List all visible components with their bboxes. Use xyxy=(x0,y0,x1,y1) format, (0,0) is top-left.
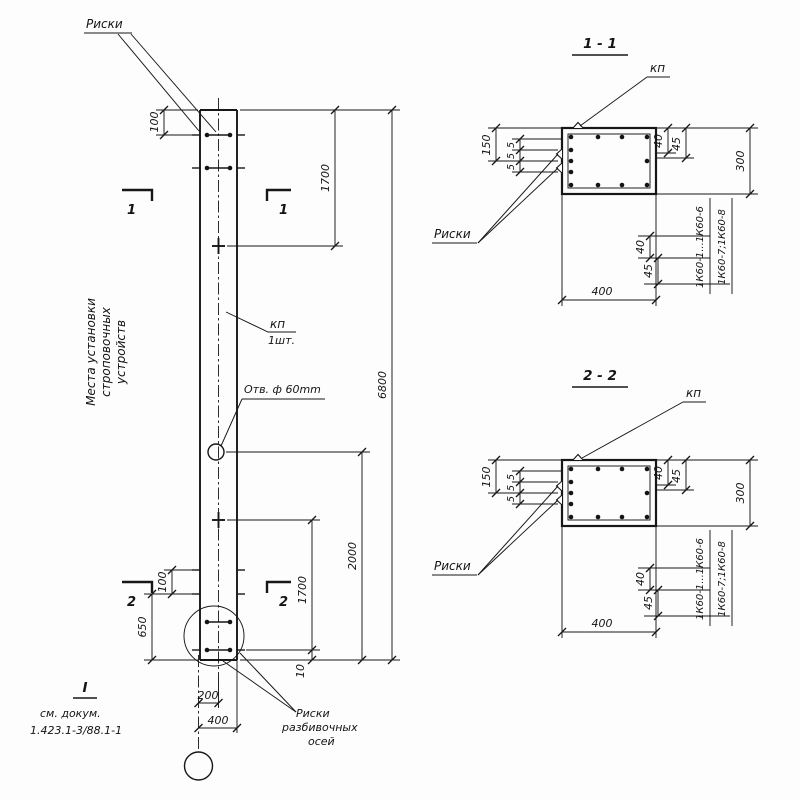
section1-marks-group-a: 1К60-1...1К60-6 xyxy=(695,206,706,288)
section1-dim-300: 300 xyxy=(734,151,747,172)
elevation-dim-ticks xyxy=(147,105,397,733)
section2-dim-300: 300 xyxy=(734,483,747,504)
elevation-dimension-lines xyxy=(151,110,393,729)
section2-dim-ticks xyxy=(491,455,755,637)
section1-dim-5c: 5 xyxy=(506,164,517,170)
section1-dim-45-bottom: 45 xyxy=(642,264,655,278)
cut2-label-left: 2 xyxy=(127,595,136,610)
section1-dim-45-top: 45 xyxy=(670,137,683,151)
section2-dim-5a: 5 xyxy=(506,474,517,480)
section2-riski-leaders xyxy=(432,485,559,576)
hole-label: Отв. ф 60mm xyxy=(244,383,321,396)
section2-dim-5c: 5 xyxy=(506,496,517,502)
riski-top-label: Риски xyxy=(86,17,123,31)
dim-total-height: 6800 xyxy=(376,371,389,399)
section2-marks-group-b: 1К60-7;1К60-8 xyxy=(717,541,728,617)
dim-width-bottom: 400 xyxy=(208,714,229,727)
section2-kp-label: кп xyxy=(686,386,701,400)
section1-riski-label: Риски xyxy=(434,227,471,241)
section1-kp-label: кп xyxy=(650,61,665,75)
section1-dim-150: 150 xyxy=(480,135,493,156)
hole-60mm-circle xyxy=(207,443,225,461)
elevation-extension-lines xyxy=(144,109,400,733)
section1-dim-ticks xyxy=(491,123,755,305)
section1-marks-group-b: 1К60-7;1К60-8 xyxy=(717,209,728,285)
axes-riski-line3: осей xyxy=(308,735,335,748)
section2-dim-150: 150 xyxy=(480,467,493,488)
section1-rebar-dots xyxy=(568,134,650,188)
section2-dim-45-bottom: 45 xyxy=(642,596,655,610)
section2-kp-leader xyxy=(581,401,706,459)
doc-ref-line2: 1.423.1-3/88.1-1 xyxy=(30,724,122,737)
dim-axis-offset: 200 xyxy=(198,689,219,702)
dim-hole-span: 2000 xyxy=(346,542,359,570)
riski-top-leaders xyxy=(84,32,217,133)
section-cut-1-flags xyxy=(122,188,291,201)
lifting-devices-note: Места установки строповочных устройств xyxy=(84,298,128,406)
lifting-note-line2: строповочных xyxy=(99,306,113,397)
section2-dim-400: 400 xyxy=(592,617,613,630)
section2-riski-label: Риски xyxy=(434,559,471,573)
section1-dim-5b: 5 xyxy=(506,153,517,159)
lifting-note-line1: Места установки xyxy=(84,298,98,406)
lifting-note-line3: устройств xyxy=(114,320,128,385)
section2-dim-5b: 5 xyxy=(506,485,517,491)
bottom-riska-marks xyxy=(192,569,245,651)
node-marker: I xyxy=(82,680,87,696)
dim-bottom-offset: 100 xyxy=(156,572,169,593)
kp-label: кп xyxy=(270,317,285,331)
hole-leader xyxy=(220,398,325,447)
kp-qty-label: 1шт. xyxy=(268,334,295,347)
dim-top-span: 1700 xyxy=(319,164,332,192)
cut1-label-right: 1 xyxy=(279,203,288,218)
kp-leader xyxy=(225,311,296,333)
section2-marks-group-a: 1К60-1...1К60-6 xyxy=(695,538,706,620)
cut2-label-right: 2 xyxy=(279,595,288,610)
section1-dim-40-bottom: 40 xyxy=(634,240,647,254)
section1-dim-5a: 5 xyxy=(506,142,517,148)
dim-bottom-tick: 10 xyxy=(294,664,307,678)
section2-dim-40-bottom: 40 xyxy=(634,572,647,586)
section1-title: 1 - 1 xyxy=(583,36,617,52)
axes-riski-line2: разбивочных xyxy=(281,721,358,734)
section1-notches xyxy=(555,121,584,174)
section1-dim-40-top: 40 xyxy=(652,134,665,148)
section1-outline xyxy=(560,126,658,196)
section2-title: 2 - 2 xyxy=(583,368,617,384)
axes-riski-line1: Риски xyxy=(296,707,330,720)
section1-stirrup xyxy=(567,133,651,189)
section2-dim-45-top: 45 xyxy=(670,469,683,483)
section2-dim-40-top: 40 xyxy=(652,466,665,480)
section2-stirrup xyxy=(567,465,651,521)
section2-outline xyxy=(560,458,658,528)
section1-riski-leaders xyxy=(432,153,559,244)
detail-circle-bottom xyxy=(183,605,245,667)
axes-riski-leaders xyxy=(222,652,297,713)
dim-top-offset: 100 xyxy=(148,112,161,133)
doc-ref-line1: см. докум. xyxy=(40,707,101,720)
section2-rebar-dots xyxy=(568,466,650,520)
cut1-label-left: 1 xyxy=(127,203,136,218)
lifting-point-marks xyxy=(212,238,225,528)
axis-bubble xyxy=(183,751,214,781)
section-cut-2-flags xyxy=(122,580,291,593)
dim-bottom-zone: 650 xyxy=(136,617,149,638)
top-riska-marks xyxy=(192,134,245,169)
section1-dim-400: 400 xyxy=(592,285,613,298)
section2-notches xyxy=(555,453,584,506)
dim-low-span: 1700 xyxy=(296,576,309,604)
section1-kp-leader xyxy=(579,76,670,127)
